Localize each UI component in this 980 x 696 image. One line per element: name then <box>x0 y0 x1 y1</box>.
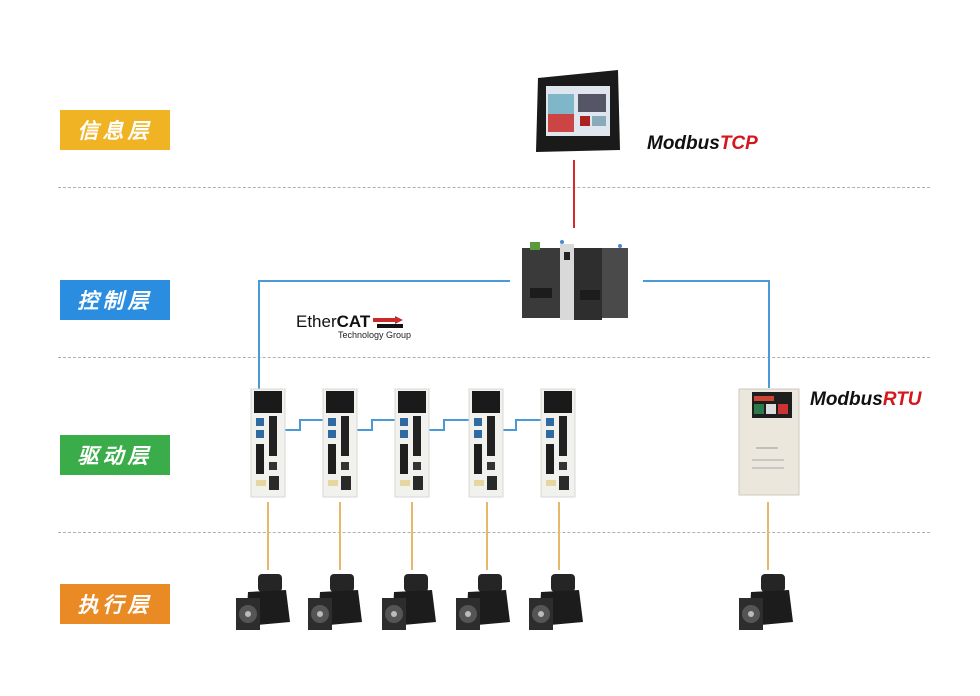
motor-connection <box>558 502 560 570</box>
ethercat-prefix: Ether <box>296 312 337 331</box>
servo-motor-icon <box>380 572 440 639</box>
separator-line <box>58 532 930 533</box>
servo-motor-icon <box>737 572 797 639</box>
ethercat-bold: CAT <box>336 312 371 331</box>
layer-label-execution: 执行层 <box>60 584 170 624</box>
ethercat-arrow-icon <box>373 315 404 328</box>
motor-connection <box>267 502 269 570</box>
servo-drive-icon <box>540 388 576 503</box>
servo-drive-icon <box>468 388 504 503</box>
modbus-rtu-accent: RTU <box>882 389 922 410</box>
ethercat-connection <box>258 280 510 282</box>
ethercat-logo: EtherCAT Technology Group <box>296 312 411 340</box>
servo-drive-icon <box>250 388 286 503</box>
ethercat-subtitle: Technology Group <box>338 330 412 340</box>
modbus-rtu-connection <box>643 280 769 282</box>
layer-label-control: 控制层 <box>60 280 170 320</box>
plc-controller-icon <box>522 240 628 320</box>
modbus-rtu-connection <box>768 280 770 388</box>
separator-line <box>58 187 930 188</box>
modbus-tcp-label: ModbusTCP <box>647 133 758 155</box>
layer-label-drive: 驱动层 <box>60 435 170 475</box>
layer-label-information: 信息层 <box>60 110 170 150</box>
modbus-tcp-prefix: Modbus <box>647 133 720 154</box>
modbus-rtu-prefix: Modbus <box>810 389 883 410</box>
motor-connection <box>411 502 413 570</box>
servo-drive-icon <box>394 388 430 503</box>
modbus-tcp-accent: TCP <box>719 133 758 154</box>
vfd-icon <box>738 388 800 496</box>
servo-motor-icon <box>454 572 514 639</box>
servo-drive-icon <box>322 388 358 503</box>
motor-connection <box>339 502 341 570</box>
motor-connection <box>486 502 488 570</box>
modbus-rtu-label: ModbusRTU <box>810 389 922 411</box>
servo-motor-icon <box>527 572 587 639</box>
motor-connection <box>767 502 769 570</box>
modbus-tcp-connection <box>573 160 575 228</box>
servo-motor-icon <box>234 572 294 639</box>
hmi-touchscreen-icon <box>536 70 620 152</box>
ethercat-connection <box>258 280 260 420</box>
separator-line <box>58 357 930 358</box>
servo-motor-icon <box>306 572 366 639</box>
